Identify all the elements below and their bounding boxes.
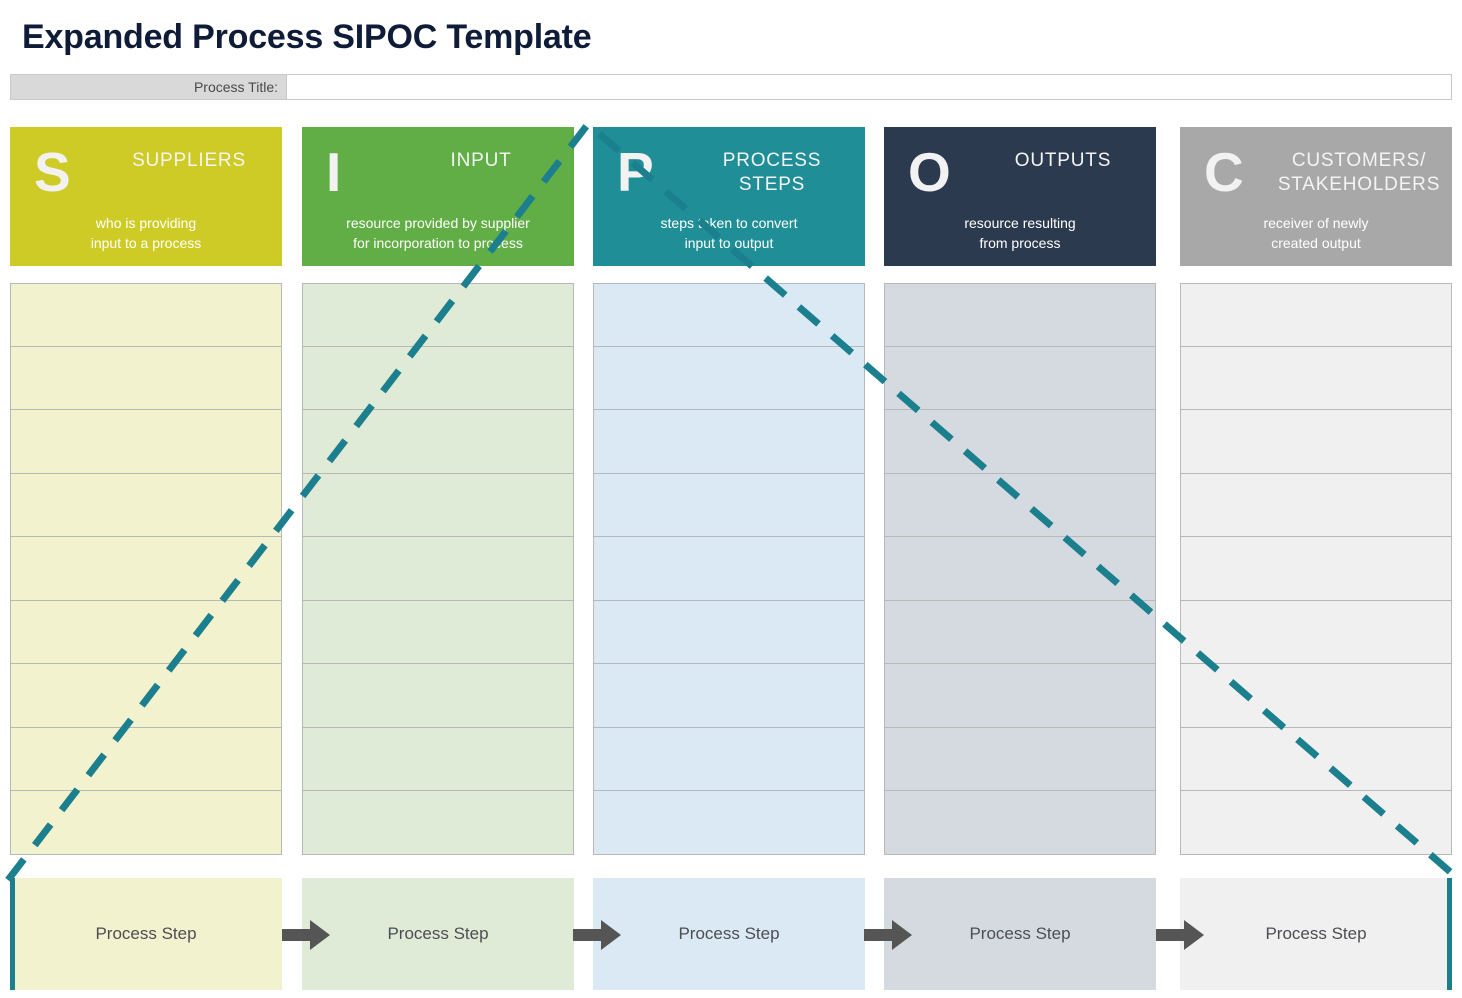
entry-cell[interactable]: [884, 283, 1156, 347]
right-arrow-icon: [573, 920, 621, 950]
column-title-suppliers: SUPPLIERS: [132, 150, 246, 171]
column-title-customers: CUSTOMERS/STAKEHOLDERS: [1277, 150, 1441, 195]
process-step-label: Process Step: [969, 924, 1071, 943]
process-step-label: Process Step: [387, 924, 489, 943]
process-step-label: Process Step: [95, 924, 197, 943]
entry-cell[interactable]: [302, 473, 574, 537]
entry-cell[interactable]: [302, 791, 574, 855]
column-letter-p: P: [617, 141, 654, 203]
entry-cell[interactable]: [884, 410, 1156, 474]
entry-cell[interactable]: [302, 346, 574, 410]
entry-cell[interactable]: [10, 664, 282, 728]
entry-cell[interactable]: [593, 727, 865, 791]
right-arrow-icon: [864, 920, 912, 950]
entry-grid-input: [302, 283, 574, 855]
entry-cell[interactable]: [302, 537, 574, 601]
entry-cell[interactable]: [593, 791, 865, 855]
column-header-customers: C CUSTOMERS/STAKEHOLDERS receiver of new…: [1180, 127, 1452, 266]
process-step-label: Process Step: [1265, 924, 1367, 943]
entry-cell[interactable]: [1180, 283, 1452, 347]
entry-cell[interactable]: [1180, 410, 1452, 474]
column-letter-s: S: [34, 141, 71, 203]
entry-cell[interactable]: [593, 664, 865, 728]
entry-cell[interactable]: [884, 346, 1156, 410]
entry-cell[interactable]: [884, 537, 1156, 601]
accent-bar-left: [10, 878, 15, 990]
entry-cell[interactable]: [10, 727, 282, 791]
column-title-process-steps: PROCESS STEPS: [722, 150, 822, 195]
accent-bar-right: [1447, 878, 1452, 990]
entry-cell[interactable]: [10, 283, 282, 347]
column-letter-i: I: [326, 141, 342, 203]
process-step-box-suppliers[interactable]: Process Step: [10, 878, 282, 990]
right-arrow-icon: [1156, 920, 1204, 950]
entry-cell[interactable]: [10, 473, 282, 537]
entry-cell[interactable]: [884, 727, 1156, 791]
entry-cell[interactable]: [593, 537, 865, 601]
entry-cell[interactable]: [1180, 473, 1452, 537]
entry-cell[interactable]: [884, 473, 1156, 537]
entry-cell[interactable]: [302, 664, 574, 728]
process-step-box-process-steps[interactable]: Process Step: [593, 878, 865, 990]
entry-cell[interactable]: [10, 600, 282, 664]
entry-cell[interactable]: [10, 410, 282, 474]
entry-cell[interactable]: [302, 283, 574, 347]
entry-cell[interactable]: [1180, 600, 1452, 664]
page-title: Expanded Process SIPOC Template: [22, 18, 592, 56]
process-step-label: Process Step: [678, 924, 780, 943]
entry-cell[interactable]: [593, 473, 865, 537]
column-letter-c: C: [1204, 141, 1244, 203]
entry-cell[interactable]: [1180, 727, 1452, 791]
process-title-input[interactable]: [287, 75, 1451, 99]
entry-cell[interactable]: [884, 791, 1156, 855]
column-title-input: INPUT: [450, 150, 512, 171]
entry-cell[interactable]: [302, 727, 574, 791]
entry-grid-process-steps: [593, 283, 865, 855]
right-arrow-icon: [282, 920, 330, 950]
entry-cell[interactable]: [593, 346, 865, 410]
entry-cell[interactable]: [884, 600, 1156, 664]
process-step-box-outputs[interactable]: Process Step: [884, 878, 1156, 990]
entry-cell[interactable]: [1180, 664, 1452, 728]
entry-grid-outputs: [884, 283, 1156, 855]
entry-cell[interactable]: [302, 410, 574, 474]
entry-cell[interactable]: [10, 537, 282, 601]
entry-grid-customers: [1180, 283, 1452, 855]
process-step-box-input[interactable]: Process Step: [302, 878, 574, 990]
process-title-row: Process Title:: [10, 74, 1452, 100]
entry-grid-suppliers: [10, 283, 282, 855]
process-title-label: Process Title:: [11, 75, 287, 99]
entry-cell[interactable]: [1180, 346, 1452, 410]
entry-cell[interactable]: [593, 600, 865, 664]
column-letter-o: O: [908, 141, 951, 203]
entry-cell[interactable]: [1180, 791, 1452, 855]
entry-cell[interactable]: [302, 600, 574, 664]
entry-cell[interactable]: [10, 346, 282, 410]
column-title-outputs: OUTPUTS: [1014, 150, 1112, 171]
entry-cell[interactable]: [593, 410, 865, 474]
process-step-box-customers[interactable]: Process Step: [1180, 878, 1452, 990]
entry-cell[interactable]: [884, 664, 1156, 728]
entry-cell[interactable]: [593, 283, 865, 347]
entry-cell[interactable]: [10, 791, 282, 855]
entry-cell[interactable]: [1180, 537, 1452, 601]
